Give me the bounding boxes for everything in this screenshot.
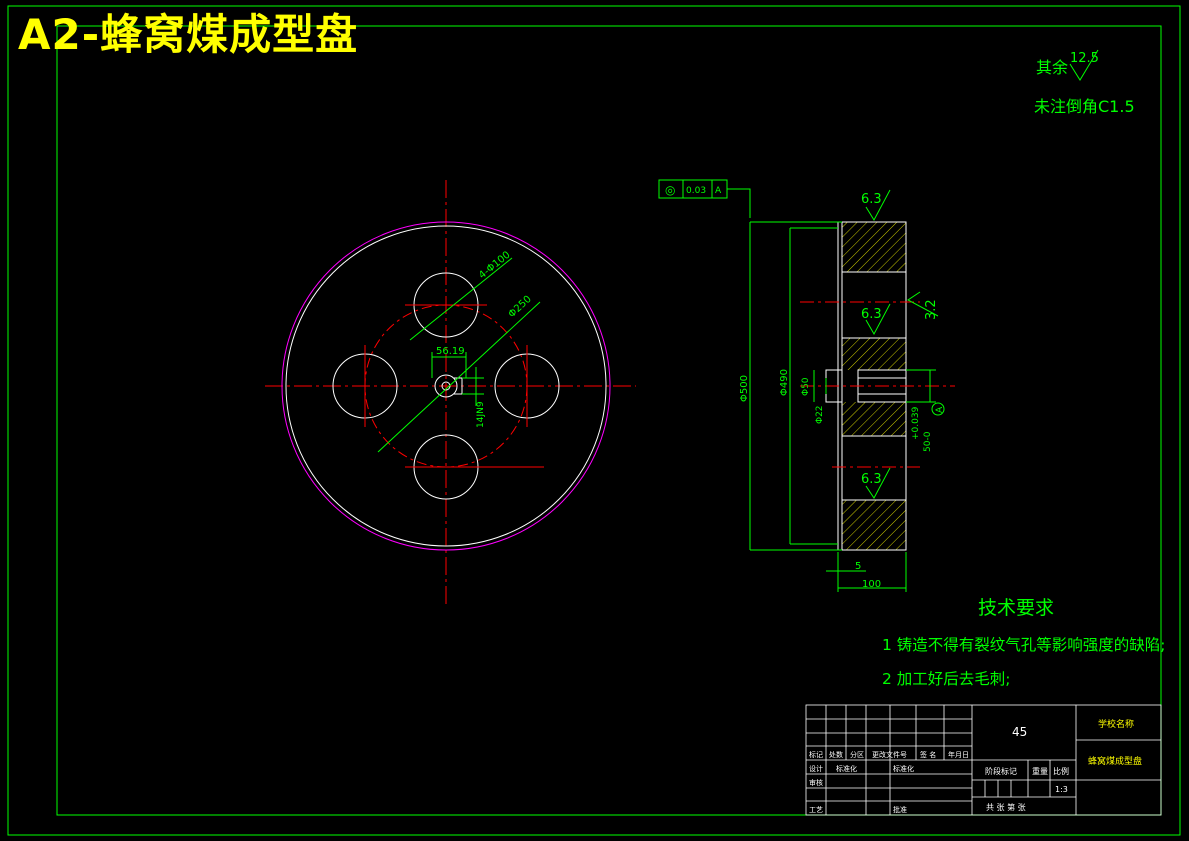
inner-border xyxy=(56,25,1162,816)
hatch-upper-hub xyxy=(842,338,906,370)
chamfer-note: 未注倒角C1.5 xyxy=(1034,97,1135,116)
other-roughness-prefix: 其余 xyxy=(1036,58,1068,77)
tolerance-value: 0.03 xyxy=(686,186,706,196)
dim-keyway-depth-text: 56.19 xyxy=(436,346,465,357)
weight-label: 重量 xyxy=(1032,766,1048,776)
disc-outline-circle xyxy=(285,225,607,547)
dim-bore-tol-base: 50-0 xyxy=(923,431,933,452)
general-notes: 其余 12.5 未注倒角C1.5 xyxy=(1034,49,1135,116)
roughness-mid-symbol xyxy=(865,303,891,336)
row-check: 审核 xyxy=(809,778,823,787)
scale-label: 比例 xyxy=(1053,766,1069,776)
tech-item-1: 1 铸造不得有裂纹气孔等影响强度的缺陷; xyxy=(882,636,1166,654)
dim-bore-tol-upper: +0.039 xyxy=(911,406,921,440)
tolerance-symbol: ◎ xyxy=(665,183,675,197)
part-name: 蜂窝煤成型盘 xyxy=(1088,755,1142,767)
rim-outer-circle xyxy=(281,221,611,551)
other-roughness-symbol xyxy=(1069,49,1099,81)
dim-line-pcd xyxy=(377,301,541,453)
other-roughness-value: 12.5 xyxy=(1070,51,1099,66)
stage-label: 阶段标记 xyxy=(985,766,1017,776)
hdr-count: 处数 xyxy=(829,750,843,759)
row-standard-b: 标准化 xyxy=(893,764,914,773)
side-view: ◎ 0.03 A 6.3 6.3 6.3 3.2 A Φ500 Φ490 Φ50… xyxy=(658,179,955,592)
row-approve: 批准 xyxy=(893,805,907,814)
roughness-bottom-value: 6.3 xyxy=(861,472,882,487)
hdr-sign: 签 名 xyxy=(920,750,936,759)
dim-keyway-width-text: 14JN9 xyxy=(476,401,486,428)
center-bore xyxy=(434,374,458,398)
technical-requirements: 技术要求 1 铸造不得有裂纹气孔等影响强度的缺陷; 2 加工好后去毛刺; xyxy=(882,597,1166,688)
tolerance-leader xyxy=(727,188,751,218)
dim-step-text: 5 xyxy=(855,561,861,572)
roughness-bore-symbol xyxy=(907,291,939,317)
dim-line-holes xyxy=(409,257,513,341)
hdr-doc: 更改文件号 xyxy=(872,750,907,759)
roughness-bore-value: 3.2 xyxy=(924,299,939,320)
front-view: 4-Φ100 Φ250 56.19 14JN9 xyxy=(265,180,636,608)
scale-value: 1:3 xyxy=(1055,785,1068,794)
dim-hub-text: Φ50 xyxy=(801,377,811,396)
hdr-mark: 标记 xyxy=(809,750,823,759)
roughness-top-value: 6.3 xyxy=(861,192,882,207)
school-name: 学校名称 xyxy=(1098,718,1134,730)
dim-pcd-text: Φ250 xyxy=(507,294,534,320)
dim-inner-text: Φ490 xyxy=(779,369,790,396)
drawing-title: A2-蜂窝煤成型盘 xyxy=(18,10,359,59)
title-block xyxy=(805,704,1162,816)
dim-outer-text: Φ500 xyxy=(739,375,750,402)
row-standard-a: 标准化 xyxy=(836,764,857,773)
row-craft: 工艺 xyxy=(809,806,823,814)
hatch-bottom xyxy=(842,500,906,550)
datum-marker xyxy=(931,402,945,416)
tolerance-datum: A xyxy=(715,186,722,196)
datum-marker-label: A xyxy=(935,406,945,413)
sheet-label: 共 张 第 张 xyxy=(986,802,1026,812)
tech-item-2: 2 加工好后去毛刺; xyxy=(882,670,1011,688)
dim-bore-text: Φ22 xyxy=(815,405,825,424)
row-design: 设计 xyxy=(809,764,823,773)
roughness-mid-value: 6.3 xyxy=(861,307,882,322)
hdr-zone: 分区 xyxy=(850,750,864,759)
hdr-date: 年月日 xyxy=(948,750,969,759)
roughness-top-symbol xyxy=(865,189,891,222)
dim-thickness-text: 100 xyxy=(862,579,881,590)
hatch-lower-hub xyxy=(842,402,906,436)
hatch-top xyxy=(842,222,906,272)
dim-holes-text: 4-Φ100 xyxy=(477,250,513,282)
roughness-bottom-symbol xyxy=(865,467,891,499)
tech-heading: 技术要求 xyxy=(978,597,1054,619)
material-value: 45 xyxy=(1012,725,1027,739)
outer-border xyxy=(7,5,1181,836)
title-block-text: 45 学校名称 蜂窝煤成型盘 标记 处数 分区 更改文件号 签 名 年月日 设计… xyxy=(809,718,1142,814)
